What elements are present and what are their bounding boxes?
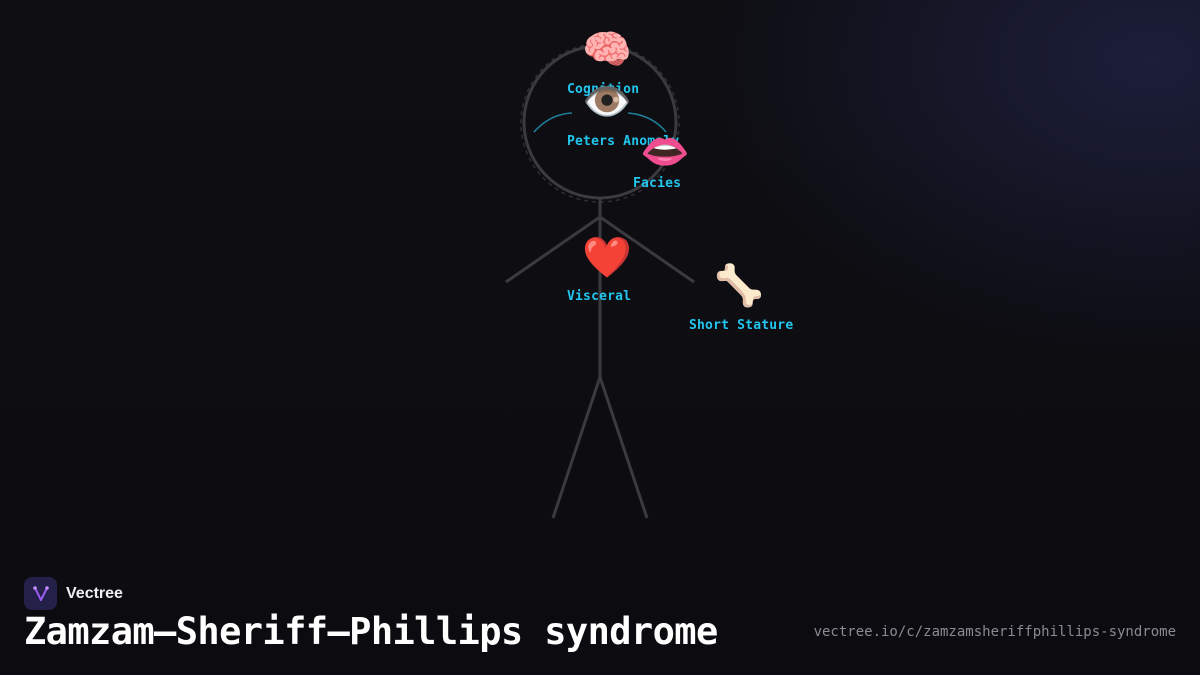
brand-name: Vectree (66, 584, 123, 602)
page-title: Zamzam–Sheriff–Phillips syndrome (24, 610, 718, 653)
brain-icon: 🧠 (582, 27, 632, 73)
left-leg (551, 376, 602, 519)
vectree-logo-icon (24, 577, 57, 610)
eye-arc-left (533, 112, 573, 133)
right-leg (598, 376, 649, 519)
feature-label-cognition: Cognition (567, 82, 640, 97)
feature-label-peters-anomaly: Peters Anomaly (567, 134, 680, 149)
feature-label-facies: Facies (633, 176, 682, 191)
feature-label-visceral: Visceral (567, 289, 632, 304)
brand: Vectree (24, 577, 123, 610)
right-arm (599, 215, 695, 284)
eye-icon: 👁️ (582, 79, 632, 125)
eye-arc-right (627, 112, 667, 133)
feature-label-short-stature: Short Stature (689, 318, 794, 333)
heart-icon: ❤️ (582, 235, 632, 281)
mouth-icon: 👄 (640, 129, 690, 175)
page-url[interactable]: vectree.io/c/zamzamsheriffphillips-syndr… (813, 624, 1176, 640)
bone-icon: 🦴 (714, 263, 764, 309)
left-arm (505, 215, 601, 284)
